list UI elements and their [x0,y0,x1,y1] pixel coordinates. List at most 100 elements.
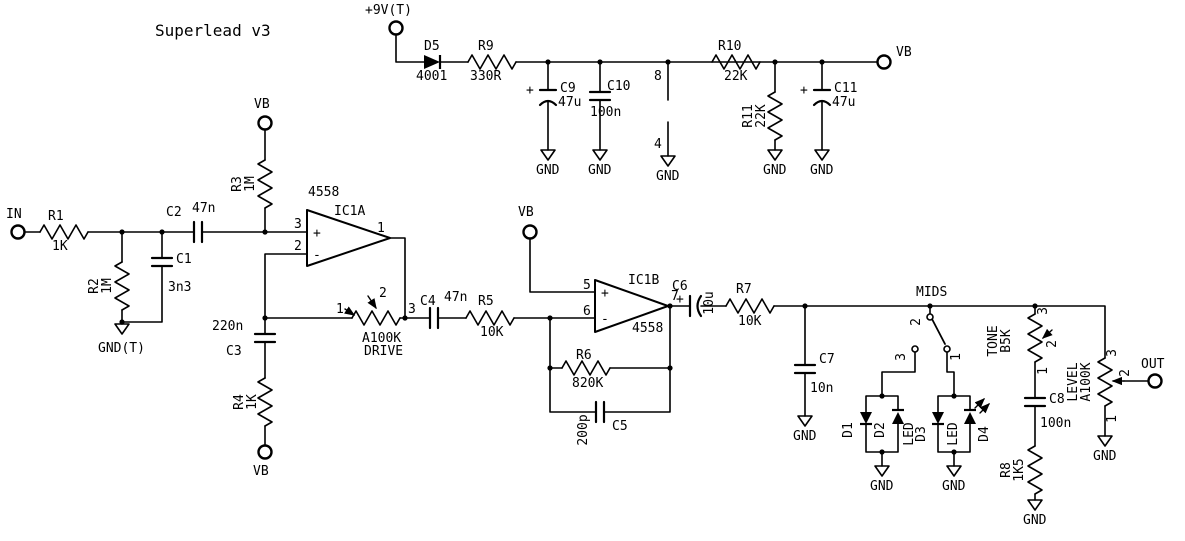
opamp-ic1a-part-label: 4558 [308,185,339,200]
mids-switch-pin1-label: 1 [949,353,964,361]
resistor-r5-ref-label: R5 [478,294,494,309]
opamp-ic1a-pin2-label: 2 [294,239,302,254]
opamp-ic1b-pin6-label: 6 [583,304,591,319]
opamp-ic1b-part-label: 4558 [632,321,663,336]
resistor-r1-value-label: 1K [52,239,68,254]
capacitor-c4-plates [428,306,440,330]
diode-d2 [892,408,904,424]
ic-power-pin4-label: 4 [654,137,662,152]
resistor-r3-body [257,159,273,209]
resistor-r9-value-label: 330R [470,69,501,84]
opamp-ic1b-minus-mark: - [601,312,609,327]
capacitor-c1-value-label: 3n3 [168,280,191,295]
tone-pot-pin3-label: 3 [1036,307,1051,315]
led-d4-ref-label: D4 [977,426,992,442]
opamp-ic1b-pin7-label: 7 [671,289,679,304]
capacitor-c7-ref-label: C7 [819,352,835,367]
mids-switch-lever [931,318,946,345]
vb-r3-terminal [257,115,273,131]
led-d4 [964,408,976,424]
diode-d1 [860,412,872,426]
resistor-r1-body [39,224,89,240]
level-pot-pin2-label: 2 [1118,369,1133,377]
vb-rail-terminal [876,54,892,70]
circuit-graphics [24,34,1149,511]
drive-pot-pin3-label: 3 [408,302,416,317]
mids-switch-pole-contact [926,313,934,321]
vb-r4-terminal [257,444,273,460]
drive-pot-name-label: DRIVE [364,344,403,359]
resistor-r4-body [257,377,273,427]
level-pot-name-label: LEVEL [1066,362,1081,401]
resistor-r11-ref-label: R11 [741,104,756,127]
diode-d5-ref-label: D5 [424,39,440,54]
capacitor-c4-value-label: 47n [444,290,467,305]
power-input-label: +9V(T) [365,3,412,18]
capacitor-c11-polarity-label: + [800,83,808,98]
output-terminal [1147,373,1163,389]
tone-pot-body [1027,313,1043,363]
resistor-r2-value-label: 1M [100,278,115,294]
resistor-r6-value-label: 820K [572,376,603,391]
resistor-r6-body [561,360,611,376]
opamp-ic1a-pin1-label: 1 [377,221,385,236]
level-pot-value-label: A100K [1079,362,1094,401]
labels: Superlead v3 +9V(T) D5 4001 R9 330R + C9… [6,3,1165,528]
capacitor-c2-plates [192,220,204,244]
capacitor-c5-plates [594,400,606,424]
level-pot-pin1-label: 1 [1105,415,1120,423]
resistor-r8-value-label: 1K5 [1012,458,1027,481]
resistor-r5-value-label: 10K [480,325,504,340]
led-d3-type-label: LED [902,422,917,446]
capacitor-c6-ref-label: C6 [672,279,688,294]
capacitor-c2-ref-label: C2 [166,205,182,220]
drive-pot-wiper-arrow [367,295,377,310]
led-d3 [932,412,944,426]
resistor-r2-body [114,261,130,311]
input-label: IN [6,207,22,222]
capacitor-c9-value-label: 47u [558,95,581,110]
resistor-r10-ref-label: R10 [718,39,741,54]
drive-pot-value-label: A100K [362,331,401,346]
diode-d5 [424,55,442,69]
gnd-label-c10: GND [588,163,612,178]
capacitor-c7-value-label: 10n [810,381,833,396]
capacitor-c9-polarity-label: + [526,83,534,98]
drive-pot-pin2-label: 2 [379,286,387,301]
led-d4-emission-arrow-2 [979,403,990,414]
led-d3-body [932,412,944,424]
tone-pot-pin1-label: 1 [1036,367,1051,375]
capacitor-c3-value-label: 220n [212,319,243,334]
power-input-terminal [388,20,404,36]
tone-pot-pin2-label: 2 [1045,340,1060,348]
gnd-label-d1d2: GND [870,479,894,494]
resistor-r6-ref-label: R6 [576,348,592,363]
capacitor-c3-plates [253,332,277,344]
capacitor-c11-value-label: 47u [832,95,855,110]
capacitor-c8-ref-label: C8 [1049,392,1065,407]
resistor-r10-value-label: 22K [724,69,748,84]
capacitor-plates [150,88,1047,424]
mids-switch-pin2-label: 2 [909,318,924,326]
resistor-r9-body [467,54,517,70]
opamp-ic1b-plus-mark: + [601,286,609,301]
opamp-ic1a-triangle [306,209,391,267]
resistor-r4-ref-label: R4 [232,394,247,410]
resistor-r11-body [767,91,783,141]
led-d3-ref-label: D3 [914,426,929,442]
mids-switch-throw3-contact [911,345,919,353]
gnd-label-ic-power: GND [656,169,680,184]
resistor-r3-ref-label: R3 [230,176,245,192]
led-d4-type-label: LED [946,422,961,446]
opamp-ic1a-plus-mark: + [313,226,321,241]
resistor-r8-body [1027,445,1043,495]
tone-pot-name-label: TONE [986,325,1001,356]
gnd-label-c9: GND [536,163,560,178]
gnd-label-c7: GND [793,429,817,444]
ic-power-pin8-label: 8 [654,69,662,84]
opamp-ic1b-pin5-label: 5 [583,278,591,293]
capacitor-c1-ref-label: C1 [176,252,192,267]
